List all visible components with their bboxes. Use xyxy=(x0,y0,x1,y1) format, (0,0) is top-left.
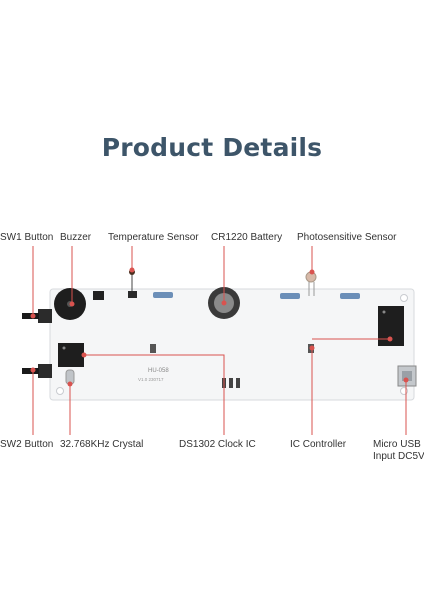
pin-header xyxy=(222,378,240,388)
board-model-text: HU-058 xyxy=(148,368,169,374)
label-buzzer: Buzzer xyxy=(60,232,92,243)
temperature-sensor-component xyxy=(128,269,137,298)
ds1302-clock-ic-component xyxy=(58,343,84,367)
label-cr1220-battery: CR1220 Battery xyxy=(211,232,283,243)
label-ds1302-clock-ic: DS1302 Clock IC xyxy=(179,439,256,450)
pointer-dots xyxy=(30,267,409,387)
label-ic-controller: IC Controller xyxy=(290,439,347,450)
mount-hole xyxy=(400,294,408,302)
label-micro-usb: Micro USB xyxy=(373,439,421,450)
transistor xyxy=(93,291,104,300)
pcb-board xyxy=(49,288,415,401)
pointer-lines xyxy=(32,246,407,435)
resistors xyxy=(153,292,360,299)
page-title: Product Details xyxy=(101,133,323,162)
sw2-button-component xyxy=(22,364,52,378)
label-photosensitive-sensor: Photosensitive Sensor xyxy=(297,232,397,243)
label-sw2-button: SW2 Button xyxy=(0,439,54,450)
mount-hole xyxy=(56,387,64,395)
label-input-dc5v: Input DC5V xyxy=(373,451,424,462)
sw1-button-component xyxy=(22,309,52,323)
label-crystal: 32.768KHz Crystal xyxy=(60,439,144,450)
micro-usb-component xyxy=(397,365,417,387)
label-sw1-button: SW1 Button xyxy=(0,232,54,243)
smd-part xyxy=(150,344,156,353)
label-temperature-sensor: Temperature Sensor xyxy=(108,232,199,243)
board-version-text: V1.0 230717 xyxy=(138,377,164,382)
